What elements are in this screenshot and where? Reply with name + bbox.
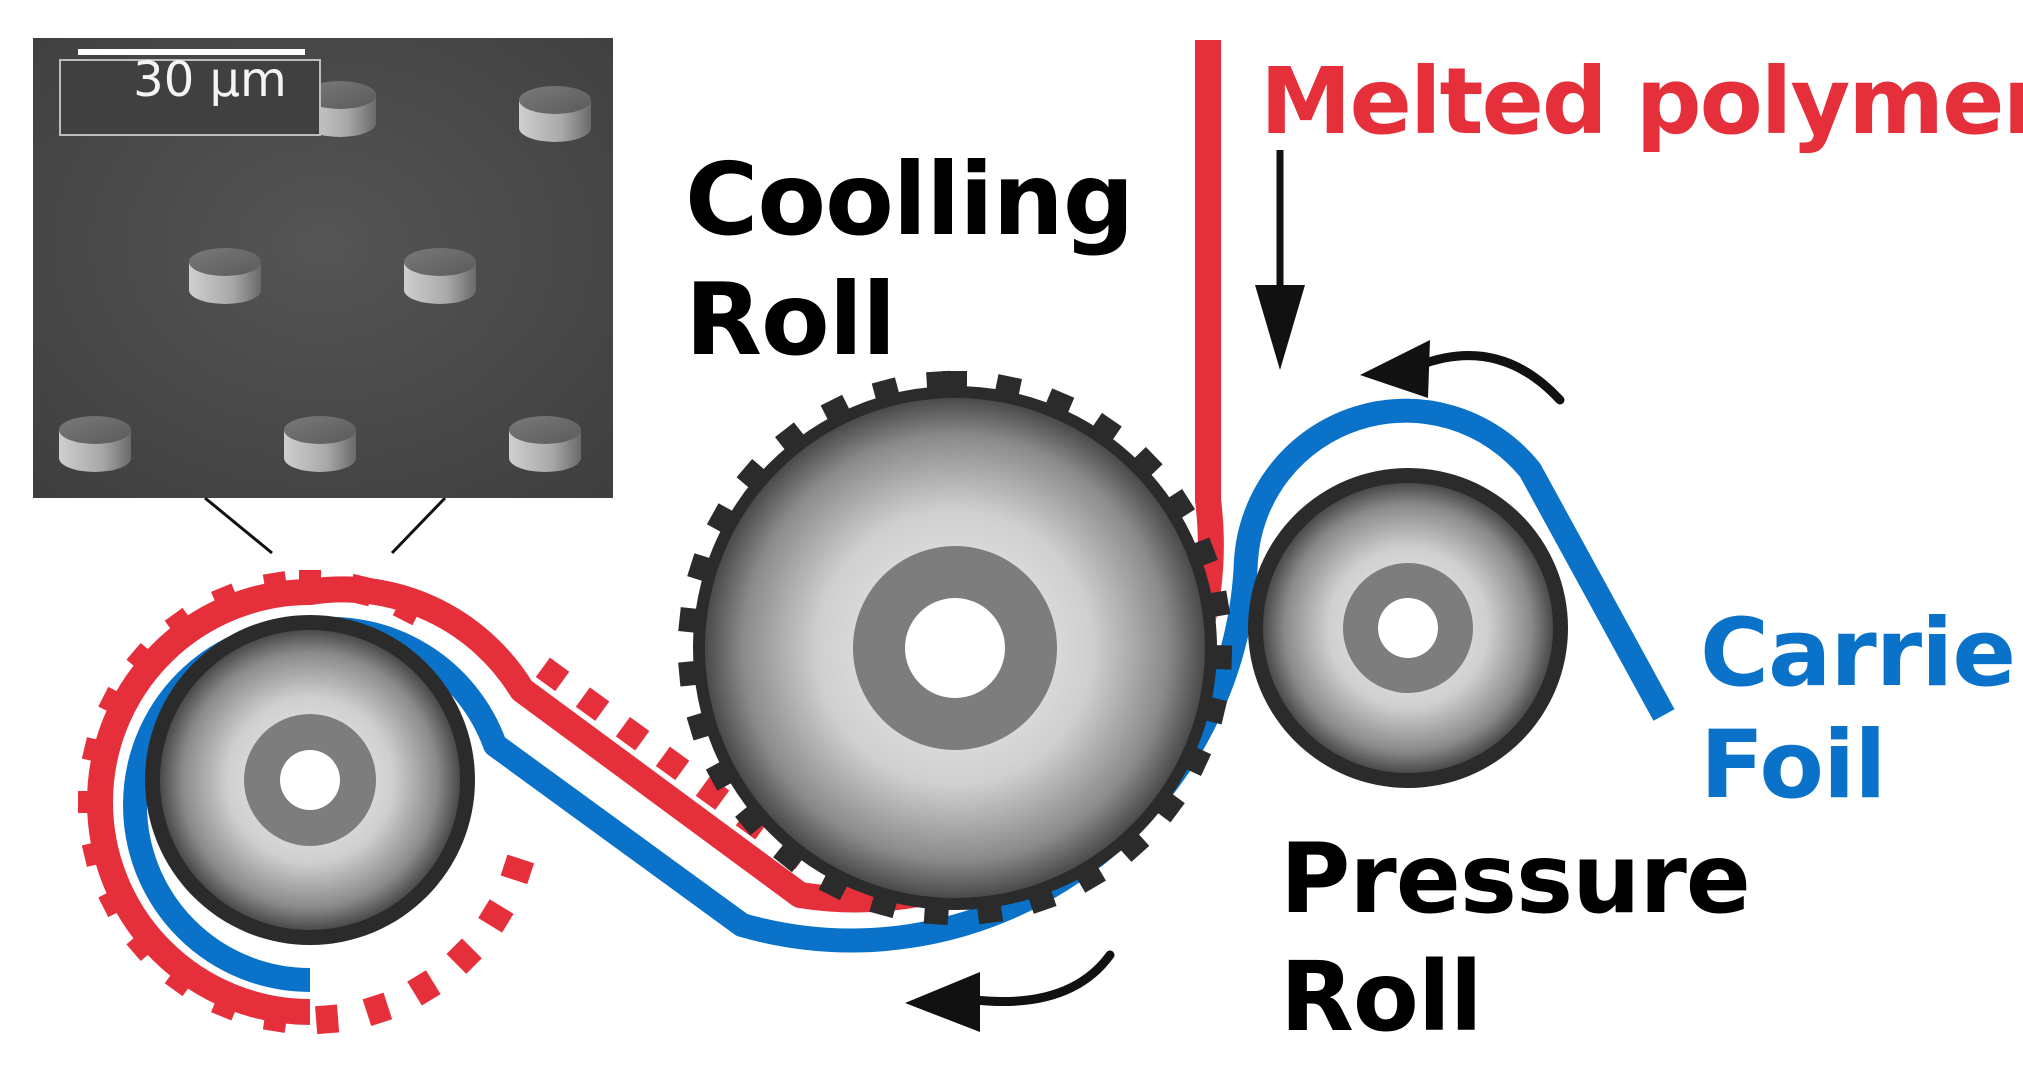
scale-bar-label: 30 µm	[133, 52, 287, 108]
pressure-roll-label-line1: Pressure	[1280, 823, 1751, 935]
polymer-tooth	[478, 899, 514, 933]
cooling-roll-label-line1: Coolling	[685, 141, 1134, 258]
scale-label-box	[59, 59, 321, 136]
polymer-tooth	[615, 716, 650, 751]
polymer-tooth	[362, 992, 393, 1027]
pressure-roll-label: Pressure Roll	[1280, 820, 1751, 1056]
pressure-roll	[1248, 468, 1568, 788]
down-arrow-icon	[1255, 150, 1305, 370]
micro-pillar	[189, 248, 261, 304]
pressure-roll-label-line2: Roll	[1280, 941, 1483, 1053]
sem-inset-image	[33, 38, 613, 498]
melted-polymer-label: Melted polymer	[1260, 48, 2023, 155]
polymer-tooth	[315, 1004, 340, 1035]
bottom-curved-arrow-icon	[905, 950, 1115, 1032]
polymer-tooth	[535, 657, 570, 692]
polymer-tooth	[446, 938, 482, 974]
curved-arrow-icon	[1360, 340, 1565, 405]
micro-pillar	[59, 416, 131, 472]
polymer-tooth	[500, 854, 535, 885]
cooling-roll	[693, 386, 1217, 910]
polymer-tooth	[655, 746, 690, 781]
inset-pointer-line-right	[390, 496, 447, 555]
cooling-roll-label: Coolling Roll	[685, 140, 1134, 380]
carrier-foil-label-line2: Foil	[1700, 711, 1886, 820]
micro-pillar	[509, 416, 581, 472]
left-roll	[145, 615, 475, 945]
micro-pillars	[59, 81, 591, 472]
carrier-foil-path	[123, 398, 1675, 992]
micro-pillar	[304, 81, 376, 137]
carrier-foil-label-line1: Carrier	[1700, 599, 2023, 708]
inset-pointer-line-left	[204, 496, 273, 555]
polymer-tooth	[407, 970, 441, 1006]
micro-pillar	[284, 416, 356, 472]
polymer-tooth	[575, 687, 610, 721]
micro-pillar	[519, 86, 591, 142]
carrier-foil-label: Carrier Foil	[1700, 598, 2023, 822]
cooling-roll-label-line2: Roll	[685, 261, 896, 378]
micro-pillar	[404, 248, 476, 304]
